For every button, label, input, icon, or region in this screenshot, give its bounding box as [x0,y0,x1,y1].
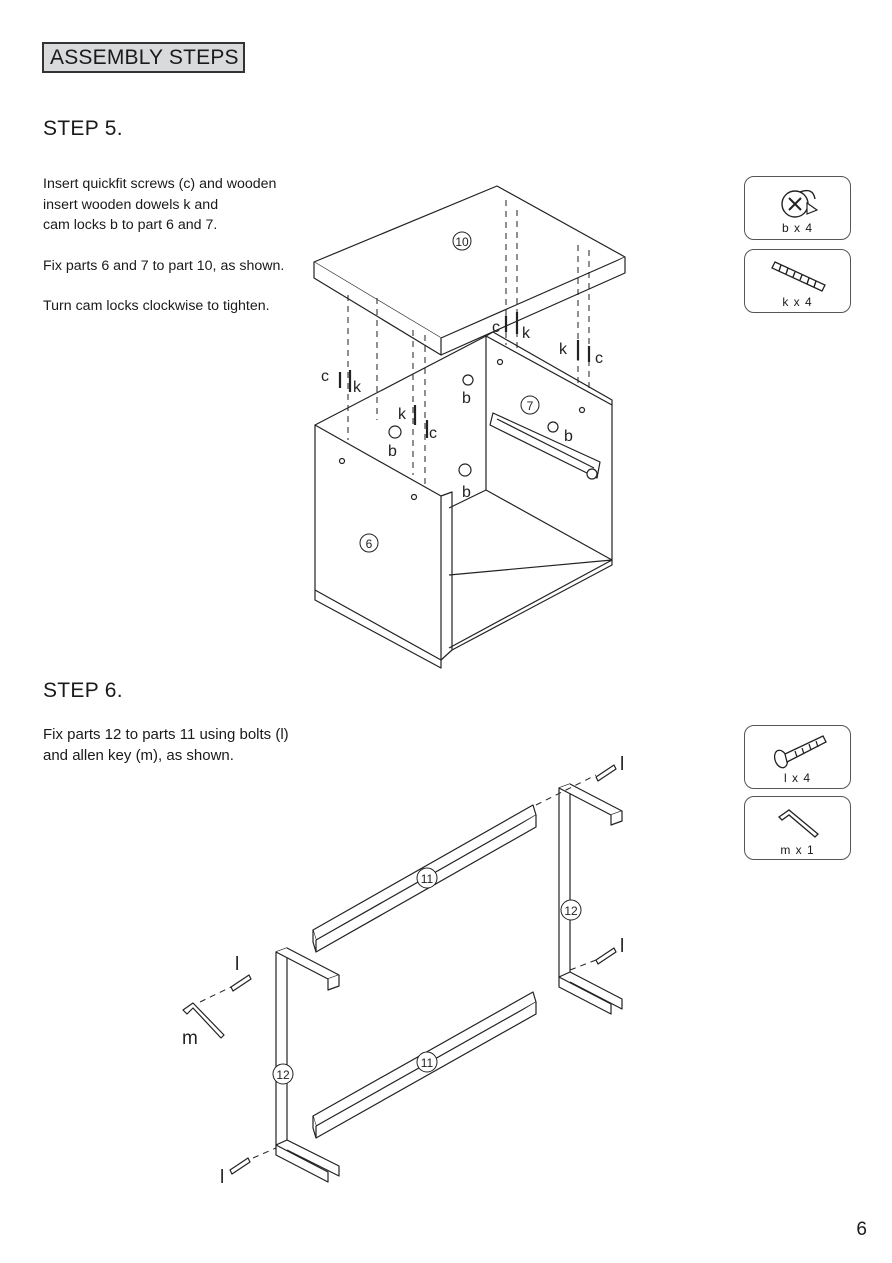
part-number-6: 6 [366,537,373,551]
label-k: k [522,325,531,342]
step5-line: cam locks b to part 6 and 7. [43,217,218,233]
label-k: k [398,406,407,423]
part-number-12: 12 [276,1068,290,1082]
step5-line: Fix parts 6 and 7 to part 10, as shown. [43,257,285,274]
part-number-11: 11 [421,1056,434,1070]
part-label: k x 4 [782,295,813,309]
label-l: l [620,936,624,957]
step5-line: Turn cam locks clockwise to tighten. [43,298,270,314]
label-k: k [353,379,362,396]
step6-title: STEP 6. [43,679,123,702]
step5-instructions: Insert quickfit screws (c) and wooden in… [43,174,284,317]
part-label: b x 4 [781,221,813,235]
bolt-icon [773,735,827,769]
part-label: l x 4 [783,771,811,785]
step5-line: Insert quickfit screws (c) and wooden [43,176,277,192]
label-c: c [429,425,437,442]
label-b: b [388,443,397,460]
part-number-7: 7 [527,399,534,413]
wooden-dowel-icon [771,261,826,292]
part-label: m x 1 [780,843,815,857]
section-header: ASSEMBLY STEPS [42,42,245,73]
allen-key-icon [777,809,819,838]
label-c: c [595,350,603,367]
label-b: b [564,428,573,445]
step5-line: insert wooden dowels k and [43,196,219,213]
page-number: 6 [856,1219,867,1240]
step5-diagram: 10 6 7 c k k c b b b b c k k c [313,185,626,669]
label-b: b [462,484,471,501]
label-k: k [559,341,568,358]
label-c: c [321,368,329,385]
step6-line: Fix parts 12 to parts 11 using bolts (l) [43,726,289,743]
cam-lock-icon [781,189,819,218]
part-number-10: 10 [455,235,469,249]
label-c: c [492,319,500,336]
step5-title: STEP 5. [43,117,123,140]
label-b: b [462,390,471,407]
part-box-k: k x 4 [744,249,851,313]
step6-line: and allen key (m), as shown. [43,747,234,764]
part-number-11: 11 [421,872,434,886]
label-l: l [620,754,624,775]
label-l: l [220,1167,224,1188]
part-number-12: 12 [564,904,578,918]
part-box-l: l x 4 [744,725,851,789]
label-l: l [235,954,239,975]
part-box-b: b x 4 [744,176,851,240]
part-box-m: m x 1 [744,796,851,860]
label-m: m [182,1028,198,1049]
step6-instructions: Fix parts 12 to parts 11 using bolts (l)… [43,724,289,766]
